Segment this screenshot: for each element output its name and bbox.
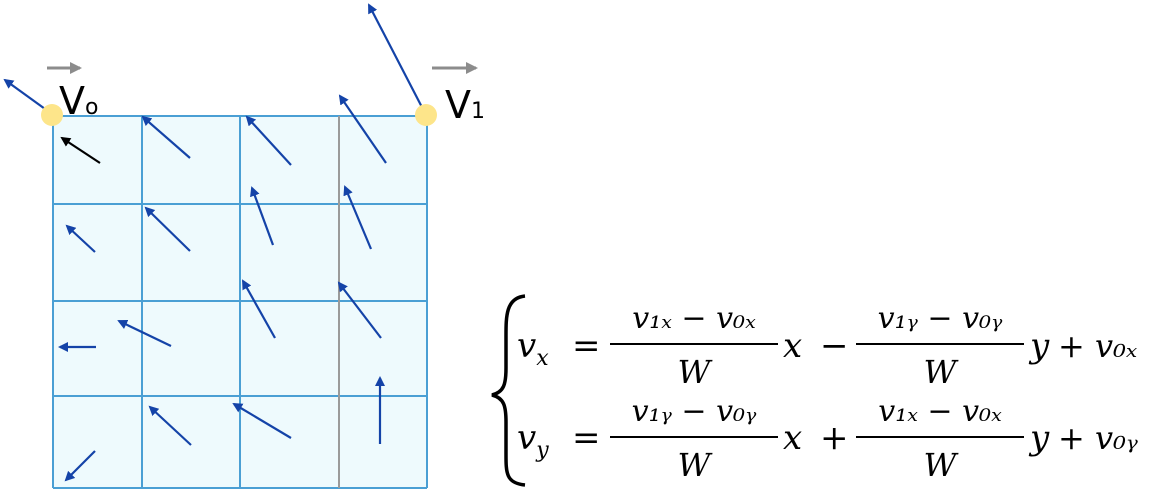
vx-tail: + v₀ₓ	[1058, 327, 1138, 365]
vx-equals: =	[572, 326, 601, 366]
vy-lhs: vy	[517, 418, 549, 463]
vx-term2-denominator: W	[924, 353, 960, 391]
grid-lines	[52, 115, 428, 489]
vy-term2-numerator: v₁ₓ − v₀ₓ	[878, 394, 1002, 429]
v1-corner-marker	[415, 104, 437, 126]
v1-subscript: 1	[471, 99, 485, 124]
vy-tail: + v₀ᵧ	[1058, 419, 1138, 457]
v0-subscript: o	[85, 95, 98, 120]
velocity-arrow	[250, 186, 275, 246]
velocity-arrow	[144, 206, 191, 252]
vx-term1-variable: x	[783, 326, 802, 366]
vx-term1-denominator: W	[678, 353, 714, 391]
velocity-arrow	[60, 136, 101, 164]
vx-term1-numerator: v₁ₓ − v₀ₓ	[632, 301, 756, 336]
v0-label: Vo	[59, 79, 98, 123]
vx-equation: vx = v₁ₓ − v₀ₓ W x − v₁ᵧ − v₀ᵧ W y + v₀ₓ	[517, 301, 1138, 391]
velocity-arrow	[141, 115, 191, 159]
vy-equals: =	[572, 418, 601, 458]
vx-term2-numerator: v₁ᵧ − v₀ᵧ	[878, 301, 1003, 336]
v0-corner-marker	[41, 104, 63, 126]
velocity-arrow	[65, 224, 96, 253]
velocity-arrow	[64, 450, 96, 482]
velocity-arrow	[338, 94, 387, 164]
velocity-arrow	[337, 281, 382, 339]
velocity-arrow	[232, 402, 292, 439]
vy-term1-numerator: v₁ᵧ − v₀ᵧ	[632, 394, 757, 429]
vy-term1-denominator: W	[678, 446, 714, 484]
velocity-arrow	[148, 405, 192, 446]
vy-term2-denominator: W	[924, 446, 960, 484]
vx-operator: −	[820, 326, 849, 366]
v0-letter: V	[59, 79, 85, 123]
velocity-arrow	[343, 185, 373, 250]
velocity-grid	[52, 115, 428, 489]
velocity-arrow	[117, 319, 172, 347]
v1-vector-arrow	[368, 3, 427, 116]
vy-equation: vy = v₁ᵧ − v₀ᵧ W x + v₁ₓ − v₀ₓ W y + v₀ᵧ	[517, 394, 1138, 484]
vx-term2-variable: y	[1028, 326, 1050, 366]
velocity-arrow	[245, 115, 292, 166]
vy-term1-variable: x	[783, 418, 802, 458]
vector-field	[3, 3, 427, 482]
vy-term2-variable: y	[1028, 418, 1050, 458]
v1-label: V1	[445, 83, 485, 127]
velocity-arrow	[242, 279, 276, 339]
v1-letter: V	[445, 83, 471, 127]
vy-operator: +	[820, 418, 849, 458]
curly-brace	[491, 294, 526, 487]
equation-system: vx = v₁ₓ − v₀ₓ W x − v₁ᵧ − v₀ᵧ W y + v₀ₓ…	[491, 294, 1138, 487]
vx-lhs: vx	[517, 326, 549, 371]
